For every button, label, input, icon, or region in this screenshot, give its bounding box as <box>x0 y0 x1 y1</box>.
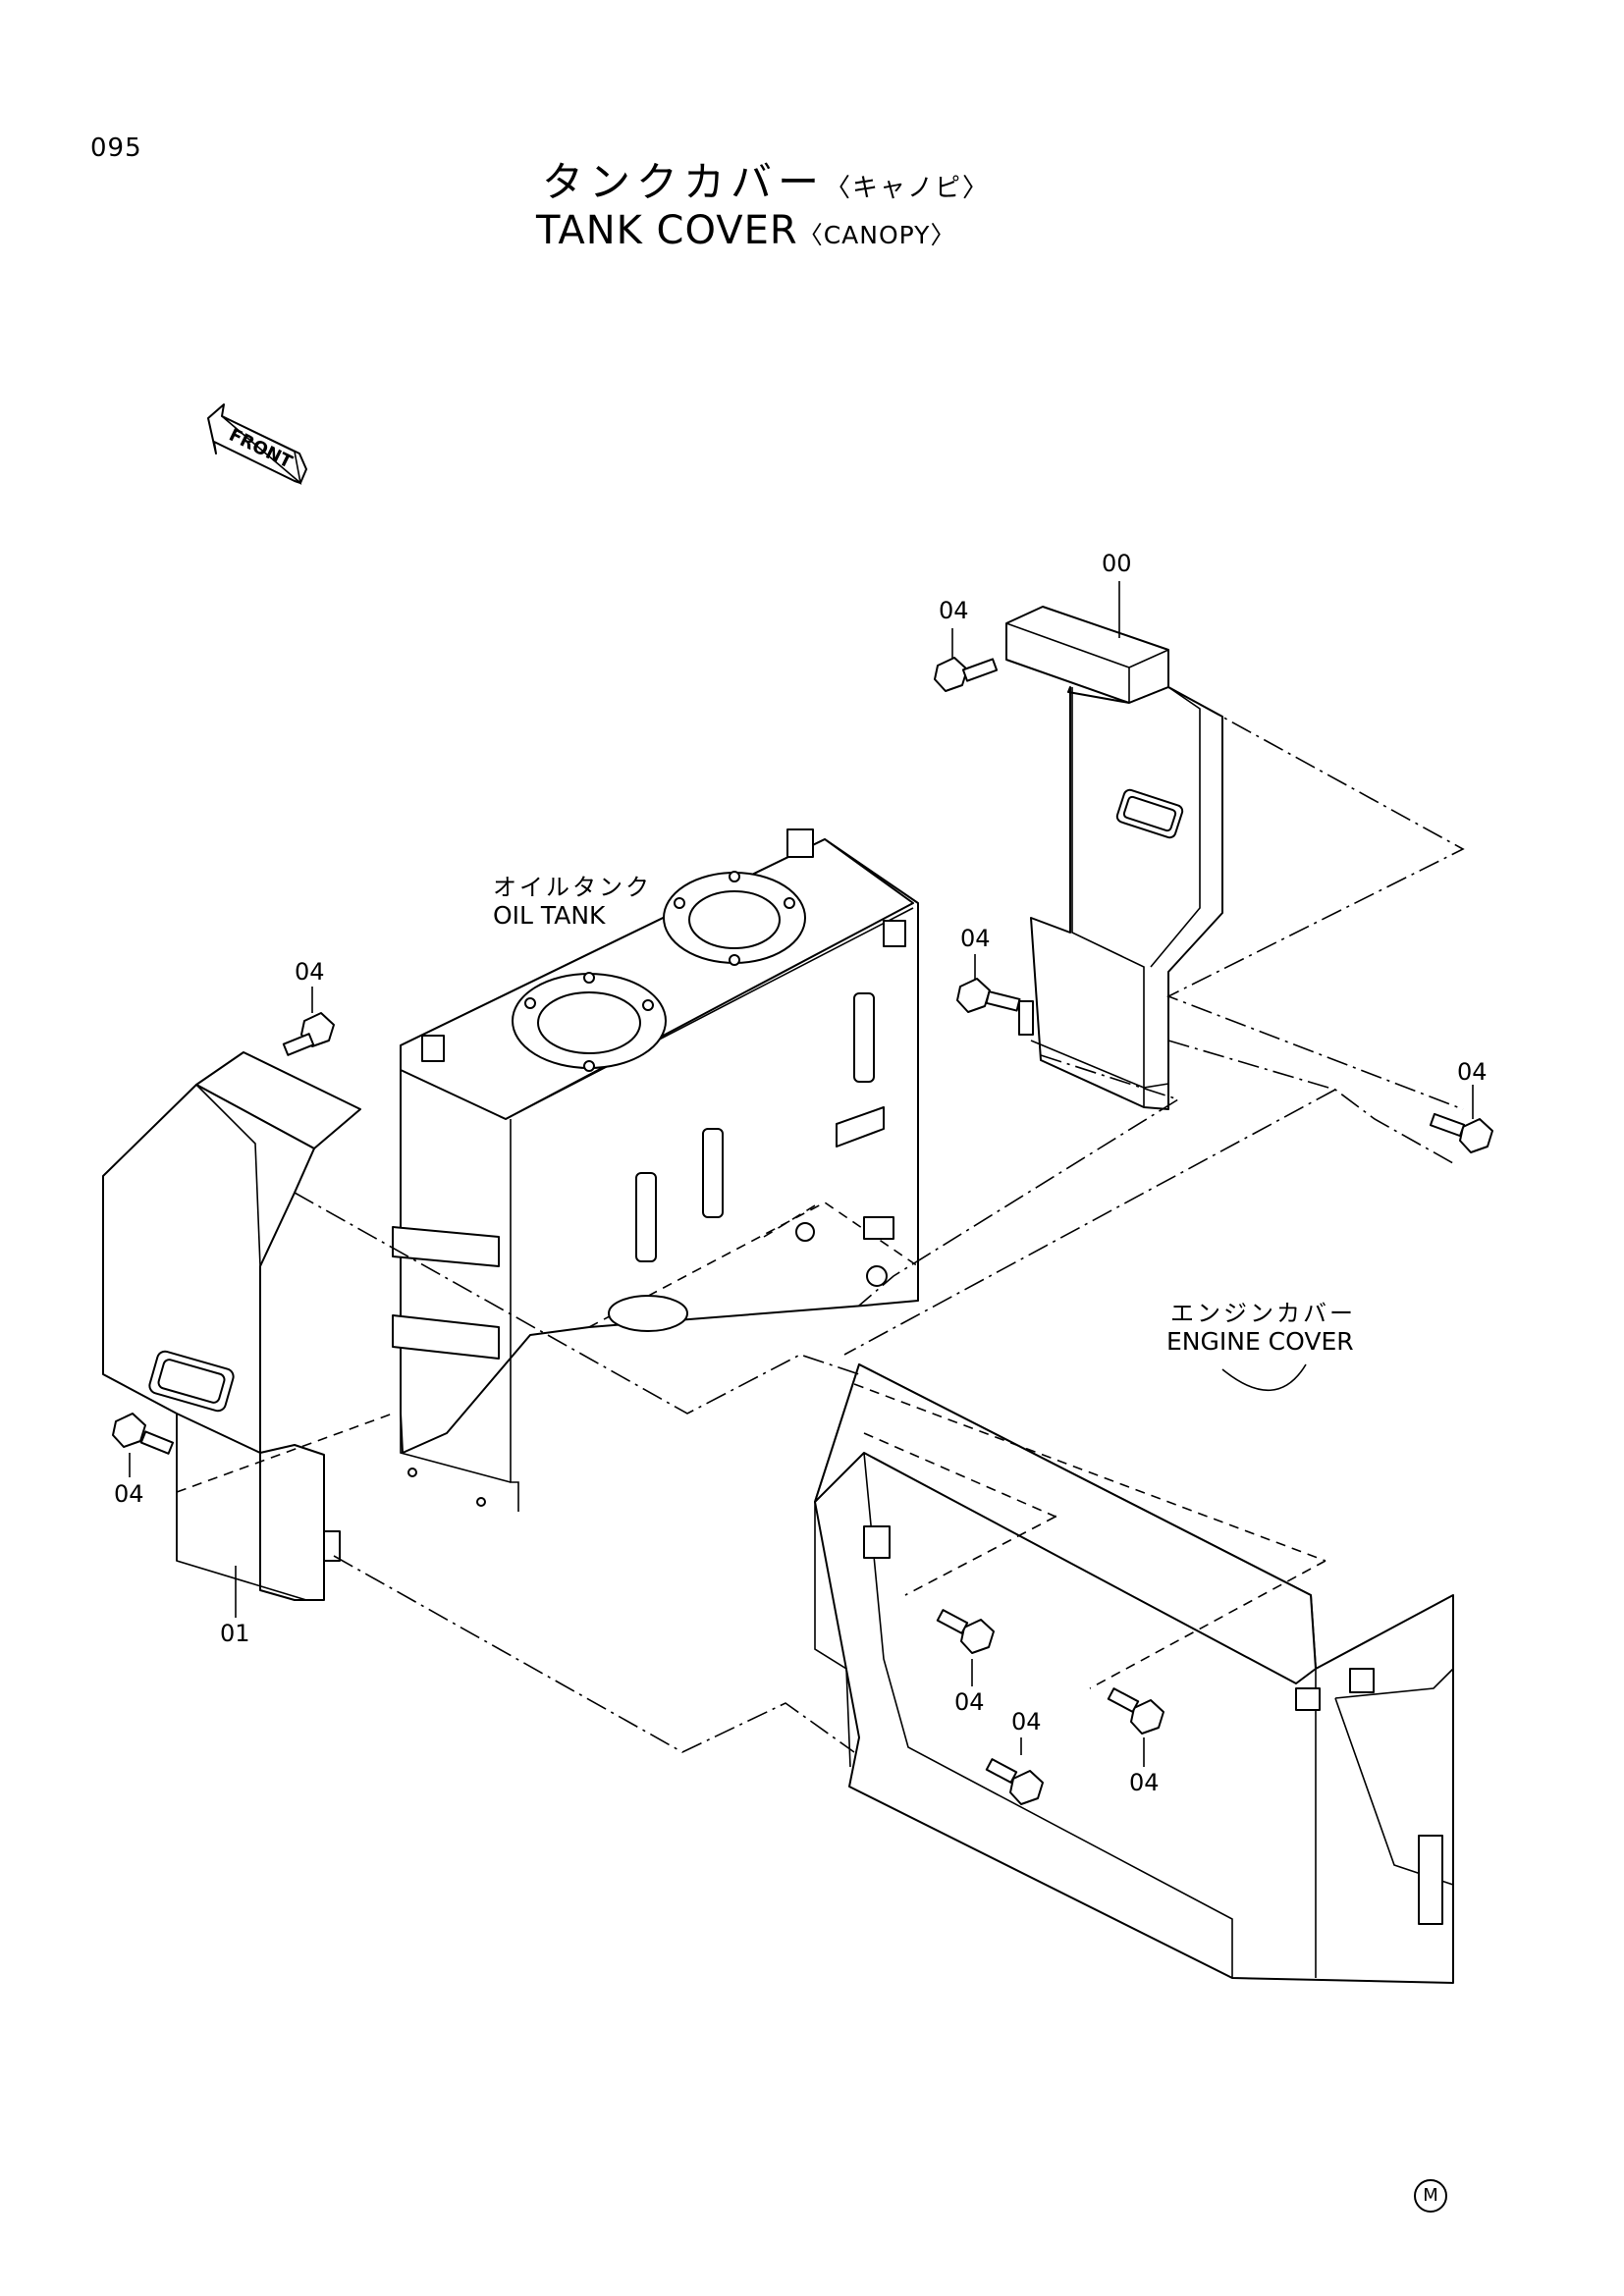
title-en-main: TANK COVER <box>536 208 798 253</box>
bolt-icon <box>934 657 999 692</box>
oil-tank <box>392 828 919 1512</box>
callout-04: 04 <box>1129 1769 1160 1796</box>
callout-01: 01 <box>220 1620 250 1647</box>
title-jp-main: タンクカバー <box>542 158 826 206</box>
title-en-sub: 〈CANOPY〉 <box>797 221 956 249</box>
callout-04: 04 <box>114 1480 144 1508</box>
engine-cover-label-jp: エンジンカバー <box>1170 1300 1356 1327</box>
callout-04: 04 <box>295 958 325 986</box>
bolt-icon <box>985 1758 1044 1805</box>
engine-cover-label-en: ENGINE COVER <box>1166 1327 1354 1356</box>
bolt-icon <box>936 1609 995 1654</box>
bolt-icon <box>1429 1112 1493 1153</box>
engine-cover <box>814 1363 1454 1984</box>
bolt-icon <box>956 978 1021 1013</box>
front-arrow-icon: FRONT <box>207 403 307 486</box>
m-circle-icon: M <box>1414 2179 1447 2213</box>
callout-04: 04 <box>939 597 969 624</box>
oil-tank-label-en: OIL TANK <box>493 901 606 930</box>
callout-04: 04 <box>960 925 991 952</box>
callout-04: 04 <box>954 1688 985 1716</box>
callout-04: 04 <box>1457 1058 1488 1086</box>
page-number: 095 <box>90 133 142 163</box>
bolt-icon <box>112 1413 175 1455</box>
bolt-icon <box>282 1012 335 1056</box>
bolt-icon <box>1107 1687 1164 1735</box>
callout-04: 04 <box>1011 1708 1042 1735</box>
tank-cover-00 <box>1005 606 1223 1110</box>
tank-cover-01 <box>102 1051 361 1601</box>
title-japanese: タンクカバー〈キャノピ〉 <box>542 149 990 209</box>
callout-00: 00 <box>1102 550 1132 577</box>
title-jp-sub: 〈キャノピ〉 <box>825 174 991 203</box>
oil-tank-label-jp: オイルタンク <box>493 874 652 901</box>
title-english: TANK COVER〈CANOPY〉 <box>536 208 955 253</box>
